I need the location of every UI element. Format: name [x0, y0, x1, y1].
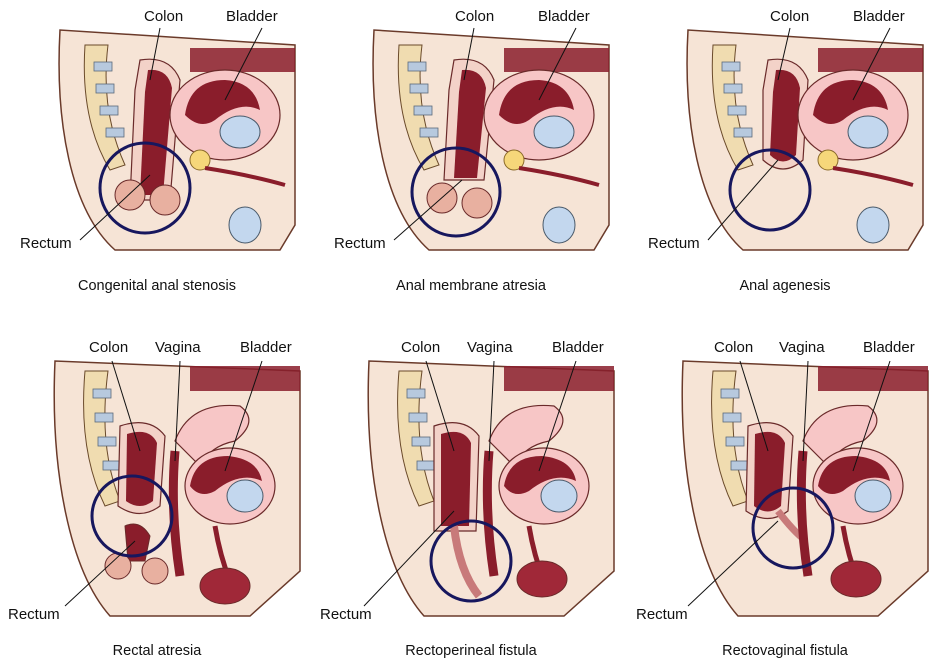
- panel-anal-membrane-atresia: Colon Bladder Rectum Anal membrane atres…: [314, 0, 628, 331]
- label-rectum: Rectum: [648, 236, 700, 252]
- testis: [229, 207, 261, 243]
- label-colon: Colon: [770, 9, 809, 25]
- label-bladder: Bladder: [863, 340, 915, 356]
- testis: [543, 207, 575, 243]
- caption: Anal agenesis: [628, 278, 942, 294]
- panel-congenital-anal-stenosis: Colon Bladder Rectum Congenital anal ste…: [0, 0, 314, 331]
- panel-rectoperineal-fistula: Colon Vagina Bladder Rectum Rectoperinea…: [314, 331, 628, 662]
- label-bladder: Bladder: [240, 340, 292, 356]
- label-colon: Colon: [144, 9, 183, 25]
- label-rectum: Rectum: [20, 236, 72, 252]
- label-colon: Colon: [714, 340, 753, 356]
- caption: Rectoperineal fistula: [314, 643, 628, 659]
- label-bladder: Bladder: [552, 340, 604, 356]
- bladder: [798, 70, 908, 160]
- label-bladder: Bladder: [853, 9, 905, 25]
- caption: Rectovaginal fistula: [628, 643, 942, 659]
- label-vagina: Vagina: [779, 340, 825, 356]
- bladder: [185, 448, 275, 524]
- bladder: [484, 70, 594, 160]
- label-rectum: Rectum: [636, 607, 688, 623]
- label-rectum: Rectum: [334, 236, 386, 252]
- panel-rectal-atresia: Colon Vagina Bladder Rectum Rectal atres…: [0, 331, 314, 662]
- label-rectum: Rectum: [8, 607, 60, 623]
- label-colon: Colon: [89, 340, 128, 356]
- labia: [200, 568, 250, 604]
- labia: [517, 561, 567, 597]
- caption: Rectal atresia: [0, 643, 314, 659]
- bladder: [813, 448, 903, 524]
- labia: [831, 561, 881, 597]
- label-vagina: Vagina: [155, 340, 201, 356]
- label-rectum: Rectum: [320, 607, 372, 623]
- panel-rectovaginal-fistula: Colon Vagina Bladder Rectum Rectovaginal…: [628, 331, 942, 662]
- label-bladder: Bladder: [538, 9, 590, 25]
- label-bladder: Bladder: [226, 9, 278, 25]
- bladder: [170, 70, 280, 160]
- label-colon: Colon: [401, 340, 440, 356]
- label-vagina: Vagina: [467, 340, 513, 356]
- testis: [857, 207, 889, 243]
- bladder: [499, 448, 589, 524]
- caption: Anal membrane atresia: [314, 278, 628, 294]
- label-colon: Colon: [455, 9, 494, 25]
- panel-anal-agenesis: Colon Bladder Rectum Anal agenesis: [628, 0, 942, 331]
- caption: Congenital anal stenosis: [0, 278, 314, 294]
